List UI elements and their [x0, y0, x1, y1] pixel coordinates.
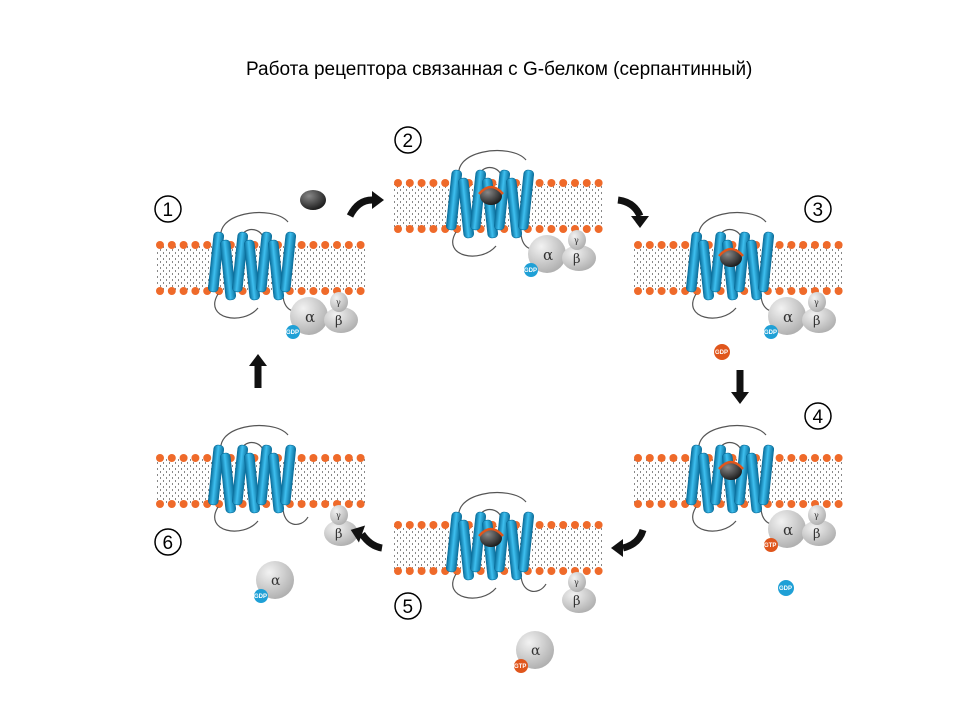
g-alpha-subunit — [768, 510, 806, 548]
alpha-label: α — [783, 308, 793, 326]
beta-label: β — [813, 314, 821, 329]
g-alpha-subunit — [528, 235, 566, 273]
gamma-label: γ — [574, 578, 579, 587]
arrow-1-to-2 — [346, 191, 384, 218]
step-number: 3 — [804, 195, 832, 223]
free-alpha-label: α — [531, 643, 541, 659]
bound-ligand — [480, 187, 502, 205]
beta-label: β — [335, 314, 343, 329]
step-number: 2 — [394, 126, 422, 154]
bound-ligand — [480, 529, 502, 547]
bound-nucleotide-label: GDP — [286, 330, 299, 336]
page-title: Работа рецептора связанная с G-белком (с… — [246, 59, 753, 80]
beta-label: β — [335, 527, 343, 542]
bound-nucleotide-label: GDP — [524, 268, 537, 274]
alpha-label: α — [783, 521, 793, 539]
free-nucleotide-icon — [254, 589, 268, 603]
alpha-label: α — [543, 246, 553, 264]
step-number: 6 — [154, 528, 182, 556]
g-gamma-subunit — [568, 230, 586, 250]
released-nucleotide: GDP — [714, 344, 730, 360]
g-beta-subunit — [802, 307, 836, 333]
beta-label: β — [813, 527, 821, 542]
g-gamma-subunit — [330, 292, 348, 312]
g-gamma-subunit — [808, 292, 826, 312]
step-number-label: 5 — [403, 597, 414, 618]
step-number-label: 4 — [813, 407, 824, 428]
alpha-label: α — [305, 308, 315, 326]
released-nucleotide: GDP — [778, 580, 794, 596]
g-beta-subunit — [324, 520, 358, 546]
free-nucleotide-label: GDP — [254, 594, 267, 600]
bound-nucleotide-icon — [286, 325, 300, 339]
bound-nucleotide-icon — [524, 263, 538, 277]
step-number-label: 6 — [163, 533, 174, 554]
bound-ligand — [720, 462, 742, 480]
gamma-label: γ — [336, 298, 341, 307]
receptor-helices — [445, 511, 535, 581]
gamma-label: γ — [336, 511, 341, 520]
g-gamma-subunit — [568, 572, 586, 592]
arrow-6-to-1 — [249, 354, 267, 388]
step-number-label: 3 — [813, 200, 824, 221]
g-gamma-subunit — [808, 505, 826, 525]
receptor-helices — [685, 444, 775, 514]
bound-nucleotide-icon — [764, 325, 778, 339]
beta-label: β — [573, 252, 581, 267]
g-alpha-subunit — [290, 297, 328, 335]
bound-ligand — [720, 249, 742, 267]
released-nucleotide-label: GDP — [715, 350, 728, 356]
receptor-helices — [207, 231, 297, 301]
arrow-2-to-3 — [617, 196, 649, 228]
released-nucleotide-icon — [714, 344, 730, 360]
g-alpha-subunit — [768, 297, 806, 335]
released-nucleotide-label: GDP — [779, 586, 792, 592]
receptor-helices — [207, 444, 297, 514]
free-nucleotide-icon — [514, 659, 528, 673]
arrow-3-to-4 — [731, 370, 749, 404]
step-number: 4 — [804, 402, 832, 430]
g-gamma-subunit — [330, 505, 348, 525]
bound-nucleotide-icon — [764, 538, 778, 552]
released-nucleotide-icon — [778, 580, 794, 596]
arrow-5-to-6 — [350, 525, 383, 552]
free-alpha-label: α — [271, 573, 281, 589]
step-number: 5 — [394, 592, 422, 620]
free-ligand — [300, 190, 326, 210]
step-number-label: 2 — [403, 131, 414, 152]
gamma-label: γ — [814, 511, 819, 520]
g-beta-subunit — [802, 520, 836, 546]
step-number: 1 — [154, 195, 182, 223]
step-number-label: 1 — [163, 200, 174, 221]
beta-label: β — [573, 594, 581, 609]
gamma-label: γ — [574, 236, 579, 245]
bound-nucleotide-label: GDP — [764, 330, 777, 336]
g-beta-subunit — [324, 307, 358, 333]
g-protein: βγ — [562, 572, 596, 613]
gamma-label: γ — [814, 298, 819, 307]
g-beta-subunit — [562, 587, 596, 613]
g-beta-subunit — [562, 245, 596, 271]
bound-nucleotide-label: GTP — [764, 543, 776, 549]
free-nucleotide-label: GTP — [514, 664, 526, 670]
g-protein: βγ — [324, 505, 358, 546]
arrow-4-to-5 — [611, 528, 647, 557]
receptor-helices — [685, 231, 775, 301]
